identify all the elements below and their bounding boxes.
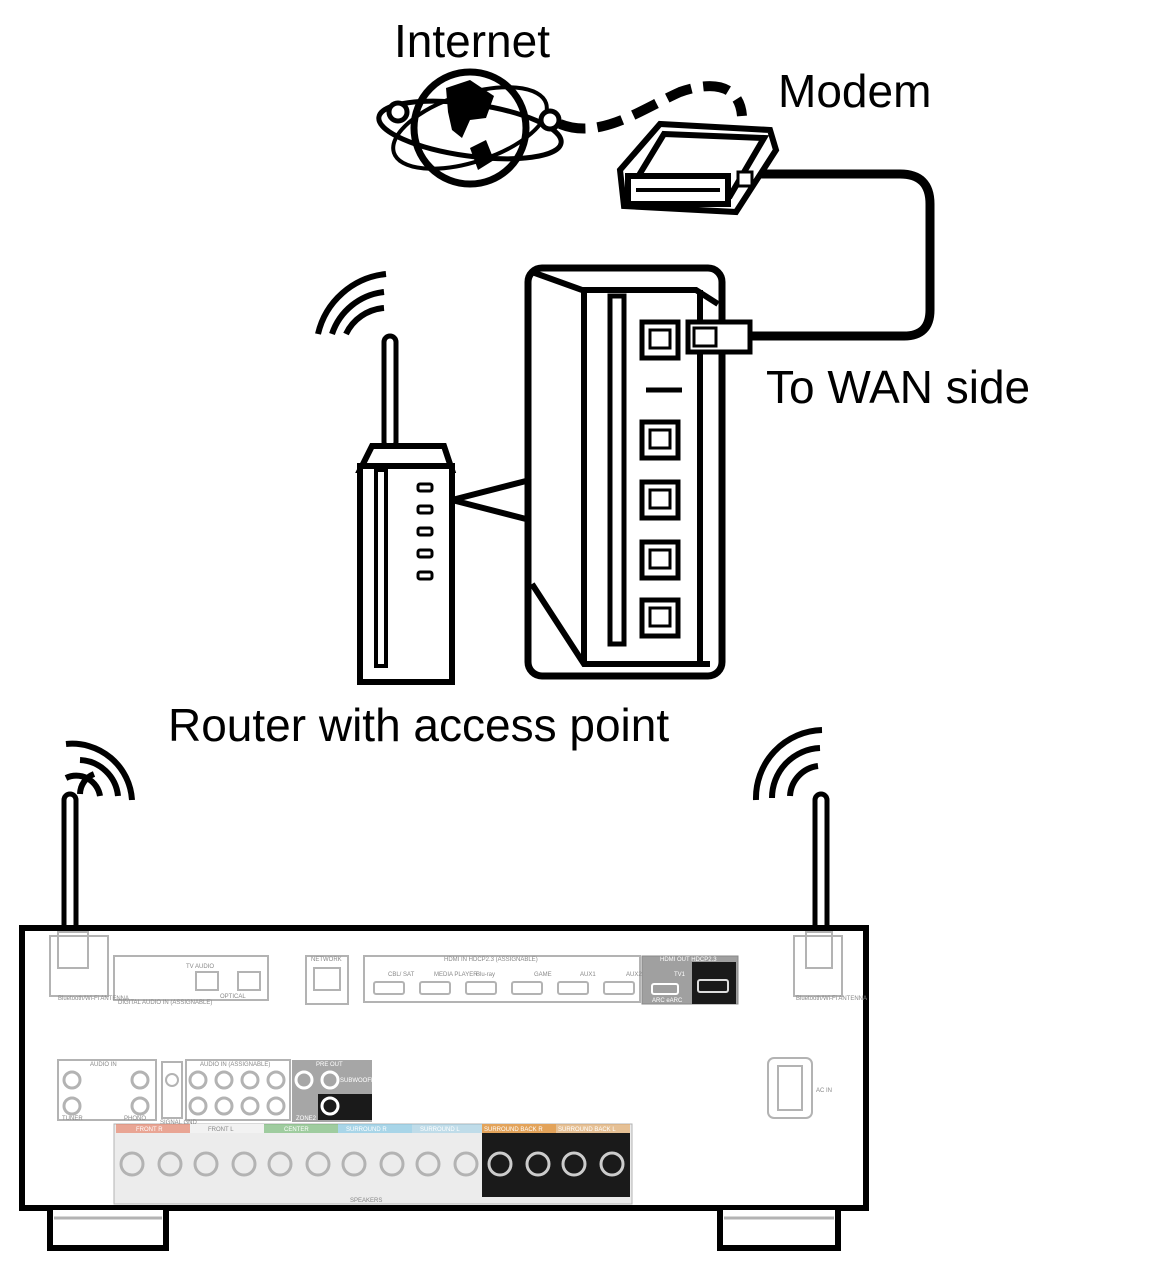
to-wan-label: To WAN side bbox=[766, 361, 1031, 413]
router-icon bbox=[355, 333, 457, 685]
globe-icon bbox=[376, 68, 564, 188]
optical-label: OPTICAL bbox=[220, 994, 246, 1000]
receiver-wifi-left-icon bbox=[64, 740, 135, 801]
hdmi-port-game-label: GAME bbox=[534, 972, 552, 978]
modem-icon bbox=[616, 120, 780, 216]
hdmi-in-label: HDMI IN HDCP2.3 (ASSIGNABLE) bbox=[444, 957, 538, 963]
wan-cable-line bbox=[748, 169, 935, 341]
speakers-label: SPEAKERS bbox=[350, 1198, 382, 1204]
audio-assignable-label: AUDIO IN (ASSIGNABLE) bbox=[200, 1062, 270, 1068]
wan-plug-icon bbox=[685, 319, 753, 355]
bt-antenna-right-label: Bluetooth/Wi-Fi ANTENNA bbox=[796, 996, 867, 1002]
hdmi-port-media-label: MEDIA PLAYER bbox=[434, 972, 478, 978]
tuner-label: TUNER bbox=[62, 1116, 83, 1122]
modem-label: Modem bbox=[778, 65, 932, 117]
internet-link-line bbox=[558, 81, 747, 134]
hdmi-out-label: HDMI OUT HDCP2.3 bbox=[660, 957, 717, 963]
speaker-group-surround-l: SURROUND L bbox=[420, 1127, 460, 1133]
receiver-body bbox=[19, 791, 869, 1251]
hdmi-port-cbl-label: CBL/ SAT bbox=[388, 972, 415, 978]
speaker-terminals bbox=[119, 1151, 625, 1177]
bt-antenna-left-label: Bluetooth/Wi-Fi ANTENNA bbox=[58, 996, 129, 1002]
speaker-group-surround-back-l: SURROUND BACK L bbox=[558, 1127, 616, 1133]
router-wifi-icon bbox=[315, 271, 387, 336]
arc-label: ARC eARC bbox=[652, 998, 683, 1004]
digital-audio-label: DIGITAL AUDIO IN (ASSIGNABLE) bbox=[118, 1000, 212, 1006]
speaker-group-front-l: FRONT L bbox=[208, 1127, 234, 1133]
tv1-label: TV1 bbox=[674, 972, 686, 978]
callout-pointer bbox=[451, 476, 533, 524]
hdmi-port-bluray-label: Blu-ray bbox=[476, 972, 495, 978]
router-label: Router with access point bbox=[168, 699, 670, 751]
signal-gnd-label: SIGNAL GND bbox=[160, 1120, 197, 1126]
phono-label: PHONO bbox=[124, 1116, 146, 1122]
speaker-group-surround-r: SURROUND R bbox=[346, 1127, 387, 1133]
tv-audio-label: TV AUDIO bbox=[186, 964, 214, 970]
network-port-label: NETWORK bbox=[311, 957, 342, 963]
speaker-group-surround-back-r: SURROUND BACK R bbox=[484, 1127, 543, 1133]
pre-out-label: PRE OUT bbox=[316, 1062, 343, 1068]
speaker-group-center: CENTER bbox=[284, 1127, 309, 1133]
subwoofer-label: SUBWOOFER bbox=[340, 1078, 380, 1084]
zone2-label: ZONE2 bbox=[296, 1116, 317, 1122]
hdmi-port-aux1-label: AUX1 bbox=[580, 972, 596, 978]
audio-in-label: AUDIO IN bbox=[90, 1062, 117, 1068]
ac-in-label: AC IN bbox=[816, 1088, 832, 1094]
internet-label: Internet bbox=[394, 15, 550, 67]
receiver-wifi-right-icon bbox=[752, 727, 823, 801]
speaker-group-front-r: FRONT R bbox=[136, 1127, 163, 1133]
hdmi-port-aux2-label: AUX2 bbox=[626, 972, 642, 978]
